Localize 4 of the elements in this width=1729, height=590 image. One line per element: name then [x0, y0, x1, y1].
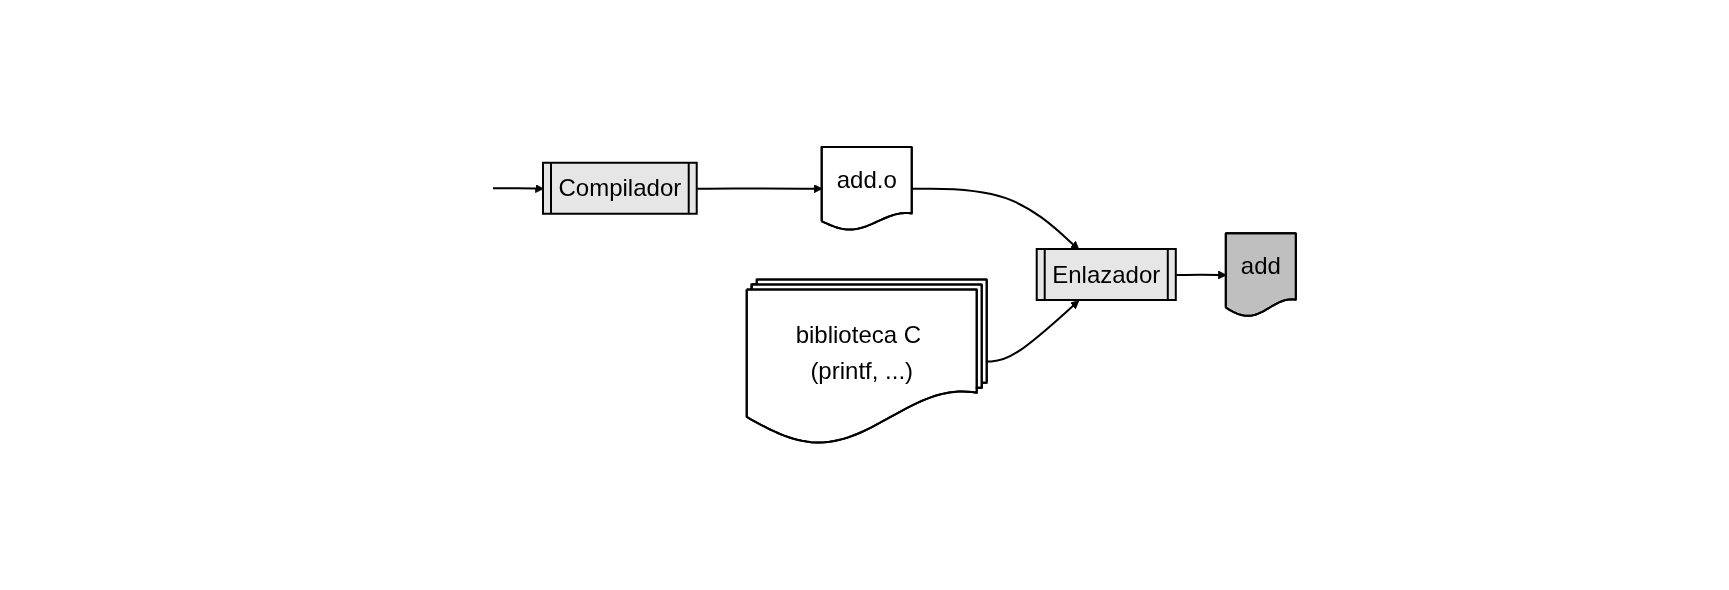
arrow — [1175, 270, 1227, 280]
arrow — [696, 184, 823, 194]
arrow — [986, 300, 1080, 363]
arrow — [492, 184, 544, 194]
